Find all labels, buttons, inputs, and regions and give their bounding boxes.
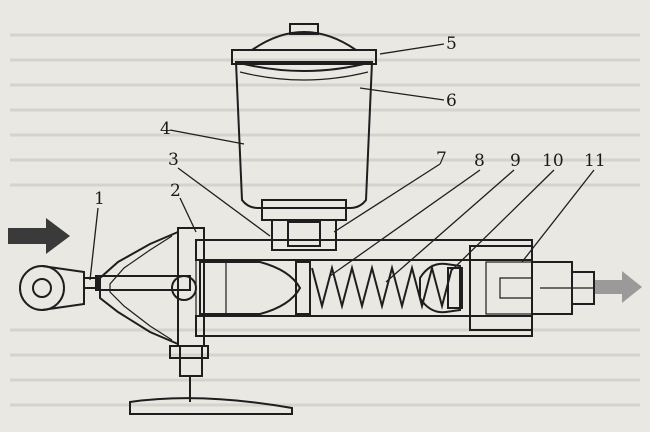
cylinder-body (195, 239, 533, 337)
leader-lines (89, 43, 595, 283)
fluid-reservoir (234, 61, 374, 209)
reservoir-boss (261, 199, 347, 251)
output-pressure-arrow (594, 271, 642, 303)
piston (199, 261, 311, 315)
mounting-flange (129, 227, 293, 415)
callout-5: 5 (446, 34, 457, 54)
callout-8: 8 (474, 151, 485, 171)
callout-2: 2 (170, 181, 181, 201)
check-valve (419, 262, 463, 314)
callout-3: 3 (168, 150, 179, 170)
callout-11: 11 (584, 151, 606, 171)
push-rod (19, 265, 197, 311)
callout-9: 9 (510, 151, 521, 171)
reservoir-cap (231, 23, 377, 65)
callout-1: 1 (94, 189, 105, 209)
callout-4: 4 (160, 119, 171, 139)
callout-7: 7 (436, 149, 447, 169)
outlet-fitting (499, 261, 595, 315)
callout-10: 10 (542, 151, 564, 171)
input-force-arrow (8, 218, 70, 254)
callout-6: 6 (446, 91, 457, 111)
return-spring (311, 264, 453, 310)
background-texture (10, 33, 640, 407)
dust-boot (99, 231, 179, 345)
